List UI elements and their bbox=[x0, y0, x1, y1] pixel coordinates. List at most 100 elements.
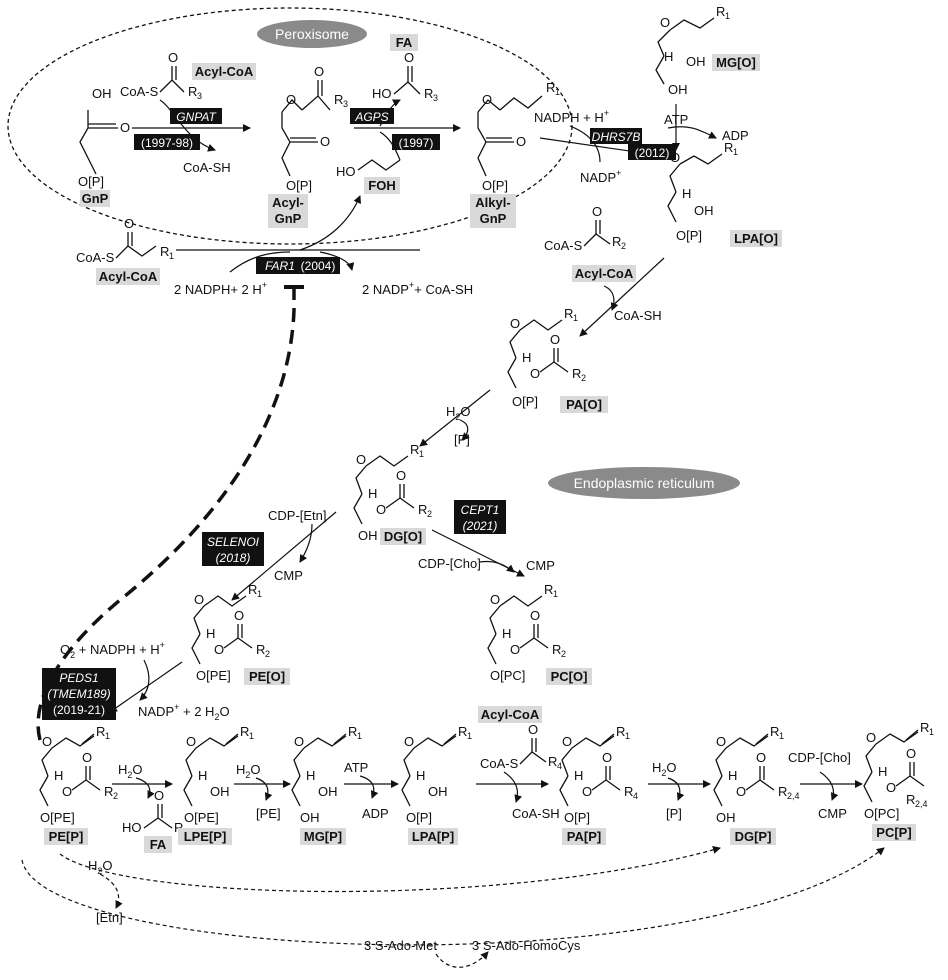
mg-o-label: MG[O] bbox=[716, 55, 756, 70]
h2o-3: H2O bbox=[236, 762, 261, 780]
svg-text:OH: OH bbox=[428, 784, 448, 799]
svg-text:OH: OH bbox=[92, 86, 112, 101]
lpa-o-box bbox=[730, 230, 782, 247]
svg-text:OH: OH bbox=[318, 784, 338, 799]
er-label: Endoplasmic reticulum bbox=[574, 475, 715, 491]
acyl-gnp-label-1: Acyl- bbox=[272, 195, 304, 210]
cdp-cho-1: CDP-[Cho] bbox=[418, 556, 481, 571]
pe-p-label: PE[P] bbox=[49, 829, 84, 844]
svg-text:O[PE]: O[PE] bbox=[196, 668, 231, 683]
alkyl-gnp-box bbox=[470, 194, 516, 228]
atp-curve bbox=[667, 126, 717, 139]
svg-text:2: 2 bbox=[427, 509, 432, 519]
svg-text:2: 2 bbox=[581, 373, 586, 383]
gnpat-year-box bbox=[134, 134, 200, 150]
svg-text:O: O bbox=[756, 750, 766, 765]
svg-text:O[PE]: O[PE] bbox=[40, 810, 75, 825]
svg-text:R: R bbox=[160, 244, 169, 259]
svg-text:1: 1 bbox=[357, 731, 362, 741]
svg-text:OH: OH bbox=[694, 203, 714, 218]
svg-text:O[P]: O[P] bbox=[286, 178, 312, 193]
svg-text:O: O bbox=[168, 50, 178, 65]
far1-in-curve bbox=[229, 251, 291, 273]
svg-text:O: O bbox=[510, 316, 520, 331]
svg-text:R: R bbox=[188, 84, 197, 99]
svg-text:R: R bbox=[256, 642, 265, 657]
svg-text:O: O bbox=[510, 642, 520, 657]
agps-box bbox=[350, 108, 394, 124]
ado-met-curve bbox=[435, 951, 489, 968]
coa-sh-2: CoA-SH bbox=[614, 308, 662, 323]
cmp-3: CMP bbox=[818, 806, 847, 821]
pe-p-to-dg-p-dashed bbox=[59, 846, 721, 893]
h2o-5: H2O bbox=[88, 858, 113, 876]
svg-text:H: H bbox=[682, 186, 691, 201]
svg-text:1: 1 bbox=[257, 589, 262, 599]
pe-o-box bbox=[244, 668, 290, 685]
svg-text:2: 2 bbox=[621, 241, 626, 251]
pa-o-label: PA[O] bbox=[566, 397, 602, 412]
svg-text:O: O bbox=[592, 204, 602, 219]
svg-text:R: R bbox=[770, 724, 779, 739]
svg-text:O: O bbox=[670, 150, 680, 165]
h2o-4: H2O bbox=[652, 760, 677, 778]
acyl-coa-mid-box bbox=[572, 265, 636, 282]
svg-text:OH: OH bbox=[210, 784, 230, 799]
svg-text:1: 1 bbox=[467, 731, 472, 741]
svg-text:OH: OH bbox=[358, 528, 378, 543]
dhrs7b-year: (2012) bbox=[635, 146, 670, 160]
acyl-coa-top-box bbox=[192, 63, 256, 80]
far1-label: FAR1 bbox=[265, 259, 295, 273]
gnp-box bbox=[80, 190, 110, 207]
cdp-cho-2: CDP-[Cho] bbox=[788, 750, 851, 765]
svg-text:R: R bbox=[716, 4, 725, 19]
pe-p-box bbox=[44, 828, 88, 845]
svg-text:R: R bbox=[624, 784, 633, 799]
cdp-cho-2-curve bbox=[819, 771, 839, 801]
svg-text:R: R bbox=[96, 724, 105, 739]
svg-text:R: R bbox=[334, 92, 343, 107]
pc-p-label: PC[P] bbox=[876, 825, 911, 840]
svg-text:R: R bbox=[458, 724, 467, 739]
pc-o-label: PC[O] bbox=[551, 669, 588, 684]
svg-text:O: O bbox=[490, 592, 500, 607]
ado-met: 3 S-Ado-Met bbox=[364, 938, 437, 953]
cept1-box bbox=[454, 500, 506, 534]
cmp-1: CMP bbox=[526, 558, 555, 573]
pa-p-box bbox=[562, 828, 606, 845]
svg-text:O: O bbox=[530, 608, 540, 623]
lpe-p-box bbox=[178, 828, 232, 845]
svg-text:1: 1 bbox=[779, 731, 784, 741]
ado-homocys: 3 S-Ado-HomoCys bbox=[472, 938, 581, 953]
svg-text:R: R bbox=[104, 784, 113, 799]
svg-text:OH: OH bbox=[668, 82, 688, 97]
p-1: [P] bbox=[454, 432, 470, 447]
atp-2-curve bbox=[359, 775, 379, 799]
svg-text:O[P]: O[P] bbox=[512, 394, 538, 409]
pa-o-box bbox=[560, 396, 608, 413]
foh-structure: HO bbox=[336, 159, 401, 179]
svg-text:H: H bbox=[54, 768, 63, 783]
svg-text:O: O bbox=[62, 784, 72, 799]
svg-text:4: 4 bbox=[633, 791, 638, 801]
svg-text:O: O bbox=[528, 722, 538, 737]
svg-text:H: H bbox=[306, 768, 315, 783]
acyl-coa-bottom-box bbox=[478, 706, 542, 723]
svg-text:1: 1 bbox=[249, 731, 254, 741]
svg-text:O: O bbox=[562, 734, 572, 749]
pa-p-label: PA[P] bbox=[567, 829, 601, 844]
gnpat-label: GNPAT bbox=[176, 110, 217, 124]
svg-text:HO: HO bbox=[372, 86, 392, 101]
cdp-etn-curve bbox=[299, 523, 313, 563]
agps-curve-in bbox=[379, 131, 401, 161]
svg-text:O: O bbox=[530, 366, 540, 381]
far1-box bbox=[256, 257, 340, 274]
svg-text:H: H bbox=[728, 768, 737, 783]
